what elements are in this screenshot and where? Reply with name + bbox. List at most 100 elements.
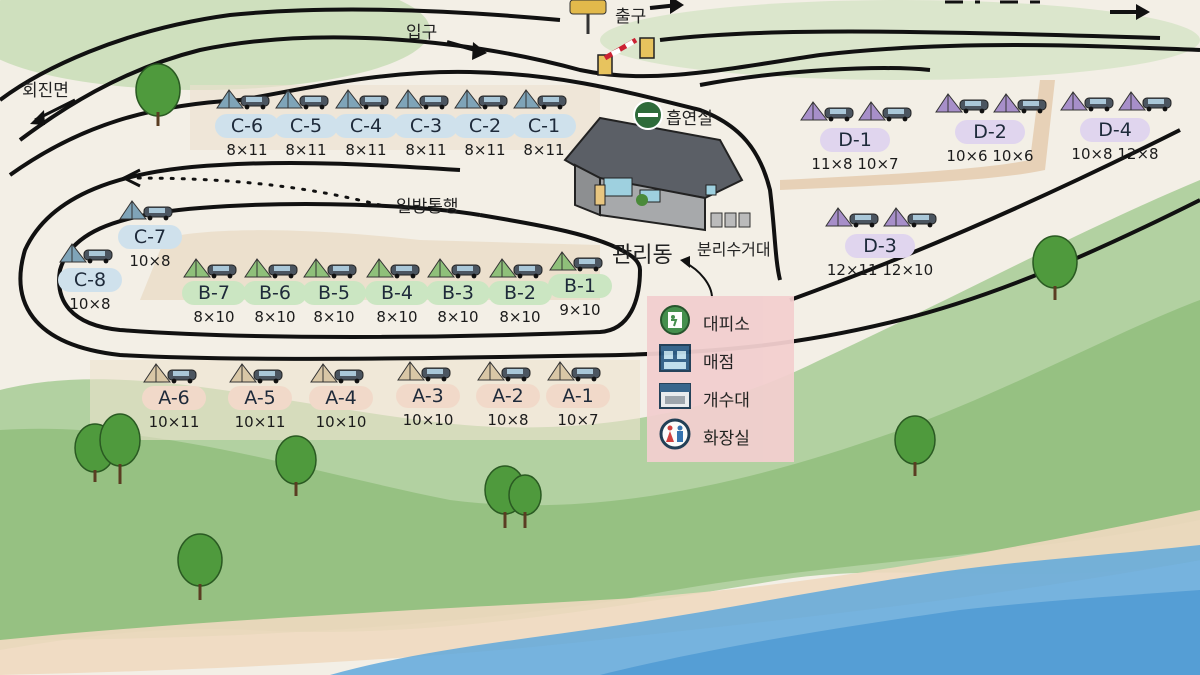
- legend-label: 개수대: [703, 391, 750, 411]
- sink-icon: [659, 383, 691, 409]
- office-building: [563, 116, 744, 232]
- campsite-size: 8×10: [193, 308, 235, 326]
- legend-item-restroom: 화장실: [657, 418, 792, 450]
- tent-car-icon: [935, 93, 989, 114]
- campsite-name: A-6: [142, 386, 206, 410]
- campsite-d-3[interactable]: D-3 12×11 12×10: [820, 207, 940, 279]
- tent-car-icon: [59, 243, 113, 264]
- tent-car-icon: [489, 258, 543, 279]
- campsite-name: D-4: [1080, 118, 1150, 142]
- campsite-a-6[interactable]: A-6 10×11: [142, 363, 206, 431]
- campsite-size: 12×11 12×10: [826, 261, 934, 279]
- tent-car-icon: [366, 258, 420, 279]
- tent-car-icon: [993, 93, 1047, 114]
- campsite-size: 8×10: [437, 308, 479, 326]
- office-label: 관리동: [612, 243, 673, 268]
- legend-item-store: 매점: [657, 342, 792, 374]
- tent-car-icon: [800, 101, 854, 122]
- tent-car-icon: [1060, 91, 1114, 112]
- campsite-a-5[interactable]: A-5 10×11: [228, 363, 292, 431]
- tent-car-icon: [229, 363, 283, 384]
- tent-car-icon: [335, 89, 389, 110]
- campsite-c-5[interactable]: C-5 8×11: [274, 89, 338, 159]
- campsite-name: B-4: [365, 281, 429, 305]
- tent-car-icon: [549, 251, 603, 272]
- campsite-size: 11×8 10×7: [811, 155, 899, 173]
- tent-car-icon: [883, 207, 937, 228]
- tent-car-icon: [395, 89, 449, 110]
- campsite-name: C-2: [453, 114, 517, 138]
- turnaround-label: 회진면: [22, 81, 69, 101]
- recycling-label: 분리수거대: [697, 240, 771, 259]
- campsite-name: B-2: [488, 281, 552, 305]
- campsite-size: 8×11: [464, 141, 506, 159]
- campsite-size: 8×11: [285, 141, 327, 159]
- campsite-size: 10×8: [487, 411, 529, 429]
- restroom-icon: [659, 418, 691, 450]
- tent-car-icon: [454, 89, 508, 110]
- campsite-name: C-6: [215, 114, 279, 138]
- campsite-size: 10×7: [557, 411, 599, 429]
- campsite-b-7[interactable]: B-7 8×10: [182, 258, 246, 326]
- campsite-name: B-3: [426, 281, 490, 305]
- tent-car-icon: [397, 361, 451, 382]
- campsite-size: 8×10: [499, 308, 541, 326]
- campsite-name: D-1: [820, 128, 890, 152]
- campsite-name: B-5: [302, 281, 366, 305]
- campsite-size: 10×10: [402, 411, 454, 429]
- tent-car-icon: [119, 200, 173, 221]
- campsite-size: 8×10: [254, 308, 296, 326]
- tent-car-icon: [427, 258, 481, 279]
- tent-car-icon: [303, 258, 357, 279]
- campsite-a-2[interactable]: A-2 10×8: [476, 361, 540, 429]
- campsite-name: C-7: [118, 225, 182, 249]
- legend-label: 매점: [703, 353, 735, 373]
- facility-legend: 대피소 매점 개수대: [647, 296, 794, 462]
- campsite-d-1[interactable]: D-1 11×8 10×7: [795, 101, 915, 173]
- campsite-b-2[interactable]: B-2 8×10: [488, 258, 552, 326]
- entrance-label: 입구: [406, 23, 438, 43]
- campsite-name: B-7: [182, 281, 246, 305]
- campsite-size: 10×11: [234, 413, 286, 431]
- campsite-c-2[interactable]: C-2 8×11: [453, 89, 517, 159]
- legend-label: 화장실: [703, 429, 750, 449]
- campsite-d-4[interactable]: D-4 10×8 12×8: [1055, 91, 1175, 163]
- tent-car-icon: [858, 101, 912, 122]
- campsite-size: 8×11: [345, 141, 387, 159]
- tent-car-icon: [216, 89, 270, 110]
- campsite-c-4[interactable]: C-4 8×11: [334, 89, 398, 159]
- tent-car-icon: [244, 258, 298, 279]
- campsite-name: A-5: [228, 386, 292, 410]
- campsite-b-6[interactable]: B-6 8×10: [243, 258, 307, 326]
- campsite-name: B-1: [548, 274, 612, 298]
- campsite-name: A-2: [476, 384, 540, 408]
- campsite-name: C-5: [274, 114, 338, 138]
- campsite-name: C-1: [512, 114, 576, 138]
- campsite-size: 10×8 12×8: [1071, 145, 1159, 163]
- store-icon: [659, 344, 691, 372]
- campsite-size: 8×11: [523, 141, 565, 159]
- campsite-name: B-6: [243, 281, 307, 305]
- campsite-size: 10×11: [148, 413, 200, 431]
- campsite-c-1[interactable]: C-1 8×11: [512, 89, 576, 159]
- shelter-icon: [660, 305, 690, 335]
- campsite-b-3[interactable]: B-3 8×10: [426, 258, 490, 326]
- campsite-name: D-2: [955, 120, 1025, 144]
- tent-car-icon: [513, 89, 567, 110]
- campsite-name: D-3: [845, 234, 915, 258]
- campsite-name: C-4: [334, 114, 398, 138]
- smoking-area-label: 흡연실: [666, 109, 713, 129]
- campsite-size: 10×8: [69, 295, 111, 313]
